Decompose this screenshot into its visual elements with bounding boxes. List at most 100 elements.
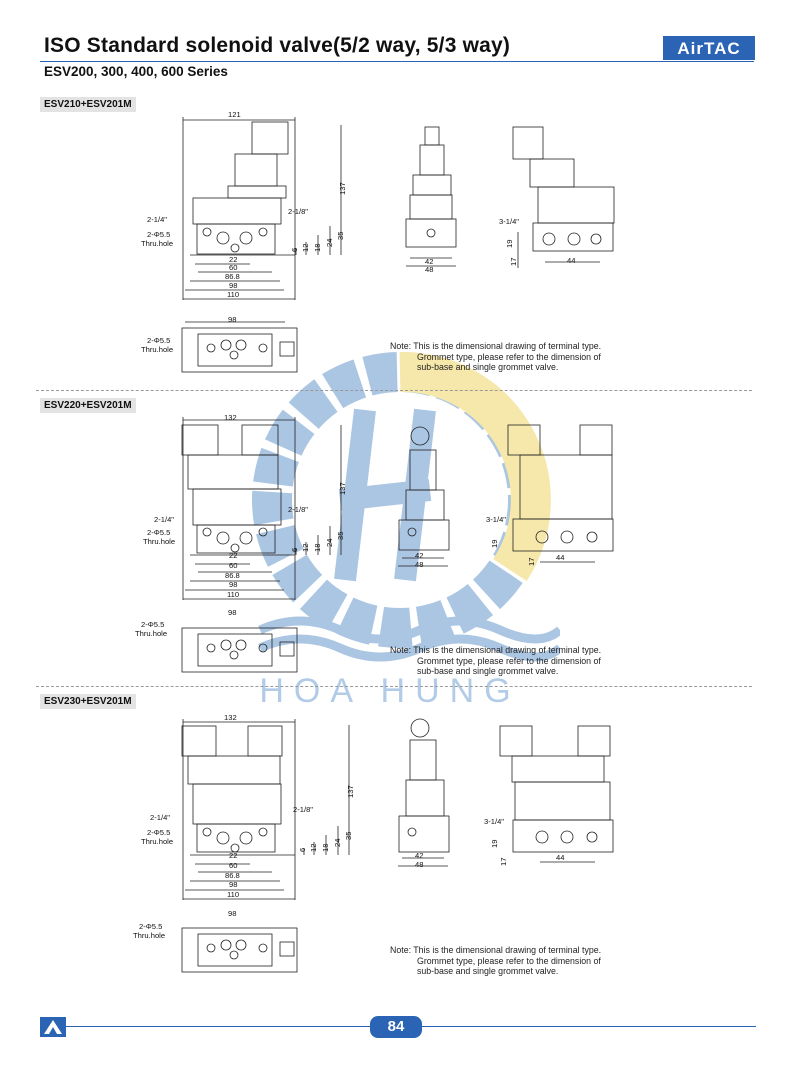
note-line-1: Note: This is the dimensional drawing of… [390, 341, 602, 351]
dim-60: 60 [229, 861, 237, 870]
dim-r19: 19 [490, 540, 499, 548]
dim-side-48: 48 [415, 860, 423, 869]
dim-24: 24 [333, 839, 342, 847]
dim-plan-98: 98 [228, 909, 236, 918]
dim-width: 132 [224, 413, 237, 422]
dim-18: 18 [313, 244, 322, 252]
dim-35: 35 [336, 232, 345, 240]
watermark-text: HOA HUNG [259, 672, 520, 710]
note-esv220: Note: This is the dimensional drawing of… [390, 645, 660, 677]
dim-110: 110 [227, 290, 239, 299]
dim-12: 12 [301, 244, 310, 252]
hoa-hung-watermark: HOA HUNG [252, 351, 560, 710]
dim-hole-note: Thru.hole [141, 837, 173, 846]
note-line-2: Grommet type, please refer to the dimens… [417, 351, 601, 362]
dim-86-8: 86.8 [225, 272, 240, 281]
dim-r17: 17 [527, 558, 536, 566]
dim-right-port: 3-1/4" [499, 217, 519, 226]
dim-98: 98 [229, 880, 237, 889]
dim-r19: 19 [490, 840, 499, 848]
section-label-esv210: ESV210+ESV201M [40, 97, 136, 112]
page-subtitle: ESV200, 300, 400, 600 Series [44, 64, 228, 79]
dim-6: 6 [290, 548, 299, 552]
dim-60: 60 [229, 561, 237, 570]
dim-side-48: 48 [425, 265, 433, 274]
dim-plan-hole-note: Thru.hole [135, 629, 167, 638]
dim-22: 22 [229, 551, 237, 560]
dim-18: 18 [321, 844, 330, 852]
dim-22: 22 [229, 851, 237, 860]
svg-text:AirTAC: AirTAC [677, 39, 740, 58]
section-divider [36, 686, 752, 687]
note-line-2: Grommet type, please refer to the dimens… [417, 955, 601, 966]
dim-side-42: 42 [415, 551, 423, 560]
note-line-2: Grommet type, please refer to the dimens… [417, 655, 601, 666]
dim-22: 22 [229, 255, 237, 264]
dim-r19: 19 [505, 240, 514, 248]
dim-24: 24 [325, 539, 334, 547]
page-title: ISO Standard solenoid valve(5/2 way, 5/3… [44, 34, 511, 57]
dim-side-42: 42 [415, 851, 423, 860]
note-line-3: sub-base and single grommet valve. [417, 966, 559, 976]
dim-24: 24 [325, 239, 334, 247]
dim-width: 121 [228, 110, 241, 119]
dim-plan-hole: 2-Φ5.5 [139, 922, 162, 931]
section-divider [36, 390, 752, 391]
section-label-esv230: ESV230+ESV201M [40, 694, 136, 709]
dim-35: 35 [344, 832, 353, 840]
dim-plan-98: 98 [228, 315, 236, 324]
airtac-logo: AirTAC [663, 36, 755, 60]
dim-plan-hole: 2-Φ5.5 [147, 336, 170, 345]
dim-60: 60 [229, 263, 237, 272]
section-label-esv220: ESV220+ESV201M [40, 398, 136, 413]
note-line-3: sub-base and single grommet valve. [417, 362, 559, 372]
dim-side-42: 42 [425, 257, 433, 266]
page-number: 84 [370, 1016, 422, 1038]
dim-6: 6 [298, 848, 307, 852]
dim-r17: 17 [499, 858, 508, 866]
dimensions-esv230: 132 137 2-1/4" 2-1/8" 2-Φ5.5 Thru.hole 2… [133, 713, 564, 940]
dim-hole: 2-Φ5.5 [147, 230, 170, 239]
dim-110: 110 [227, 590, 239, 599]
dim-86-8: 86.8 [225, 571, 240, 580]
dim-port-b: 2-1/8" [288, 505, 308, 514]
dim-12: 12 [309, 844, 318, 852]
dim-110: 110 [227, 890, 239, 899]
note-esv210: Note: This is the dimensional drawing of… [390, 341, 660, 373]
dim-side-48: 48 [415, 560, 423, 569]
dim-35: 35 [336, 532, 345, 540]
dim-98: 98 [229, 281, 237, 290]
dim-98: 98 [229, 580, 237, 589]
dim-right-port: 3-1/4" [486, 515, 506, 524]
dim-hole-note: Thru.hole [143, 537, 175, 546]
dim-12: 12 [301, 544, 310, 552]
dimensions-esv210: 121 137 2-1/4" 2-1/8" 2-Φ5.5 Thru.hole 2… [141, 110, 575, 354]
note-line-1: Note: This is the dimensional drawing of… [390, 645, 602, 655]
dim-hole-note: Thru.hole [141, 239, 173, 248]
note-esv230: Note: This is the dimensional drawing of… [390, 945, 660, 977]
dim-r44: 44 [556, 853, 564, 862]
dim-hole: 2-Φ5.5 [147, 528, 170, 537]
dim-r44: 44 [567, 256, 575, 265]
dim-hole: 2-Φ5.5 [147, 828, 170, 837]
dim-width: 132 [224, 713, 237, 722]
header-rule [40, 61, 754, 62]
dim-6: 6 [290, 248, 299, 252]
dim-r44: 44 [556, 553, 564, 562]
dim-height: 137 [338, 482, 347, 495]
dim-height: 137 [338, 182, 347, 195]
dim-86-8: 86.8 [225, 871, 240, 880]
dim-plan-hole-note: Thru.hole [133, 931, 165, 940]
dim-height: 137 [346, 785, 355, 798]
note-line-3: sub-base and single grommet valve. [417, 666, 559, 676]
dim-port-a: 2-1/4" [147, 215, 167, 224]
dim-right-port: 3-1/4" [484, 817, 504, 826]
dim-port-a: 2-1/4" [154, 515, 174, 524]
dim-port-b: 2-1/8" [288, 207, 308, 216]
dimensions-esv220: 132 137 2-1/4" 2-1/8" 2-Φ5.5 Thru.hole 2… [135, 413, 564, 638]
dim-port-a: 2-1/4" [150, 813, 170, 822]
note-line-1: Note: This is the dimensional drawing of… [390, 945, 602, 955]
